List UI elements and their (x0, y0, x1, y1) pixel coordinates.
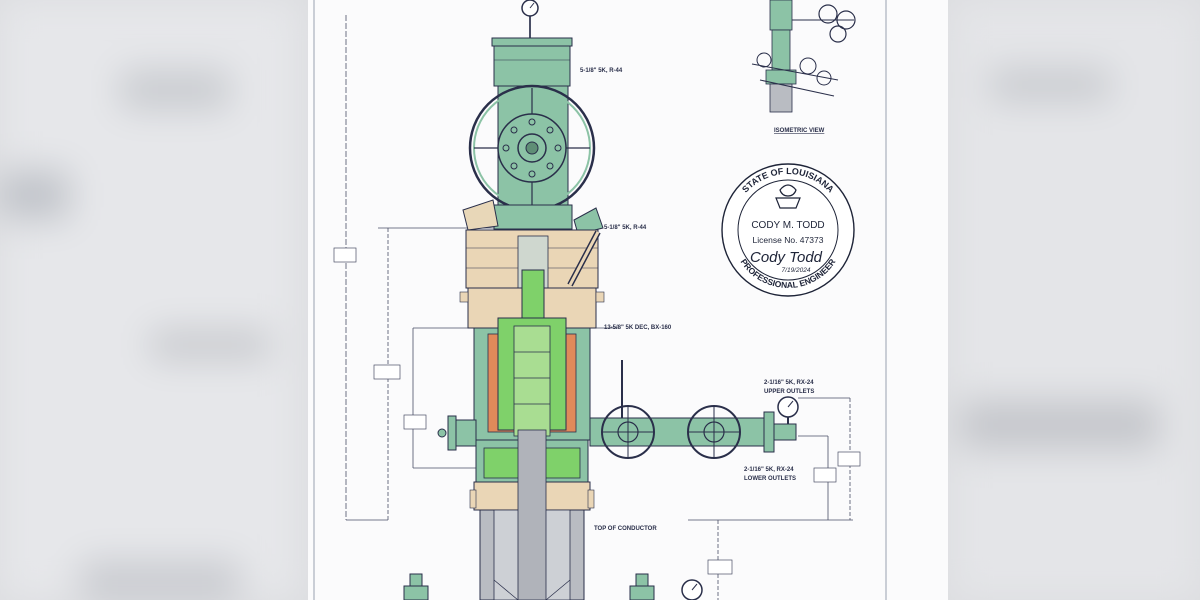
top-gauge (521, 0, 539, 40)
right-dimension-boxes (707, 451, 861, 575)
engineer-seal: STATE OF LOUISIANA PROFESSIONAL ENGINEER… (721, 163, 855, 297)
top-flange (491, 37, 573, 87)
right-pressure-gauge (777, 396, 799, 424)
casing-head-label: 13-5/8" 5K DEC, BX-160 (604, 325, 672, 331)
seal-license: License No. 47373 (753, 235, 824, 245)
master-valve-handwheel (468, 84, 596, 212)
left-outlet (437, 415, 477, 451)
isometric-view (751, 0, 856, 113)
top-of-conductor-label: TOP OF CONDUCTOR (594, 526, 657, 532)
bottom-right-valve (629, 573, 655, 600)
upper-outlets-label-1: 2-1/16" 5K, RX-24 (764, 380, 814, 386)
isometric-view-label: ISOMETRIC VIEW (774, 128, 825, 134)
left-dimension-boxes (333, 247, 427, 430)
lower-outlets-label-2: LOWER OUTLETS (744, 476, 796, 482)
mid-flange-label: 5-1/8" 5K, R-44 (604, 225, 647, 231)
tubing-head-adapter (462, 199, 604, 235)
bottom-left-valve (403, 573, 429, 600)
wellhead-drawing-sheet: 5-1/8" 5K, R-44 5-1/8" 5K, R-44 13-5/8" … (308, 0, 948, 600)
seal-name: CODY M. TODD (751, 220, 824, 231)
seal-date: 7/19/2024 (782, 267, 811, 274)
top-flange-label: 5-1/8" 5K, R-44 (580, 68, 623, 74)
lower-outlets-label-1: 2-1/16" 5K, RX-24 (744, 467, 794, 473)
seal-signature: Cody Todd (750, 249, 823, 266)
upper-outlets-label-2: UPPER OUTLETS (764, 389, 814, 395)
casing-strings (469, 429, 595, 600)
pelican-emblem-icon (775, 184, 801, 209)
bottom-gauge (681, 579, 703, 600)
right-outlet-valves (589, 360, 797, 459)
casing-head (473, 317, 591, 441)
